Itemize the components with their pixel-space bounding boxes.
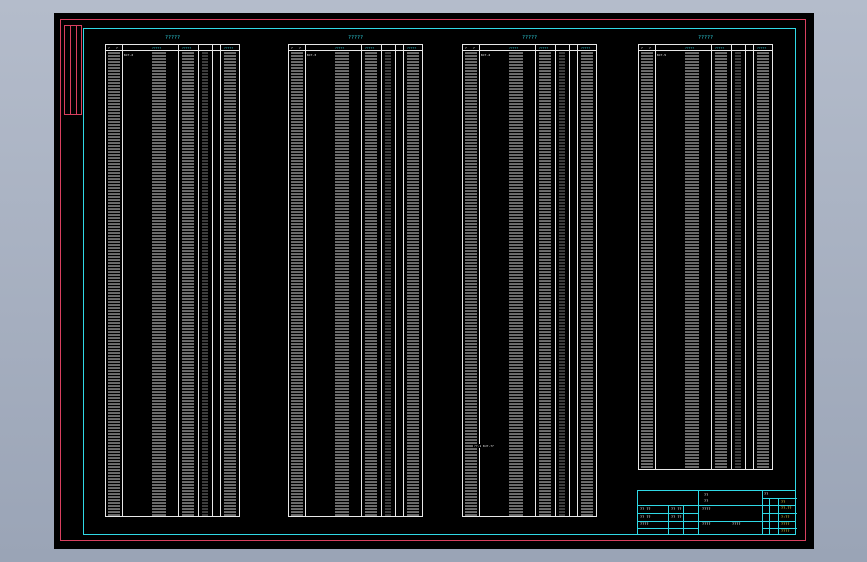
- column-divider: [569, 45, 570, 516]
- column-divider: [403, 45, 404, 516]
- table-title: ?????: [697, 35, 714, 41]
- data-column: [735, 51, 741, 469]
- data-column: [182, 51, 194, 516]
- column-divider: [361, 45, 362, 516]
- data-column: [152, 51, 166, 516]
- data-column: [509, 51, 523, 516]
- table-title: ?????: [521, 35, 538, 41]
- data-column: [335, 51, 349, 516]
- data-column: [559, 51, 565, 516]
- data-column: [757, 51, 769, 469]
- column-divider: [220, 45, 221, 516]
- data-column: [385, 51, 391, 516]
- data-column: [108, 51, 120, 516]
- wiring-table-1[interactable]: ????? ? ? ????? ????? ????? KJ?-2: [105, 35, 240, 517]
- table-header: ? ? ????? ????? ?????: [106, 45, 239, 51]
- binding-strip: [64, 25, 82, 115]
- column-divider: [711, 45, 712, 469]
- title-block-cell: ?? ??: [671, 507, 682, 511]
- data-column: [715, 51, 727, 469]
- title-block-cell: ????: [640, 522, 649, 526]
- title-block-value: ??: [781, 500, 786, 504]
- first-row-label: KJ?-2: [124, 53, 134, 57]
- column-divider: [479, 45, 480, 516]
- wiring-table-2[interactable]: ????? ? ? ????? ????? ????? KJ?-3: [288, 35, 423, 517]
- table-header: ? ? ????? ????? ?????: [639, 45, 772, 51]
- table-title: ?????: [164, 35, 181, 41]
- table-title: ?????: [347, 35, 364, 41]
- title-block-cell: ????: [702, 507, 711, 511]
- title-block-cell: ?? ??: [640, 507, 651, 511]
- title-block-cell: ?? ??: [671, 515, 682, 519]
- outer-frame: [60, 19, 806, 541]
- column-divider: [305, 45, 306, 516]
- data-column: [539, 51, 551, 516]
- title-block-cell: ????: [732, 522, 741, 526]
- first-row-label: KJ?-4: [481, 53, 491, 57]
- column-divider: [577, 45, 578, 516]
- data-column: [202, 51, 208, 516]
- column-divider: [395, 45, 396, 516]
- column-divider: [122, 45, 123, 516]
- data-column: [365, 51, 377, 516]
- first-row-label: KJ?-5: [657, 53, 667, 57]
- title-block[interactable]: ?? ?? ?? ?? ?? ?? ?? ???? ???? ?? ?? ?? …: [637, 490, 797, 535]
- title-block-cell: ?? ??: [640, 515, 651, 519]
- column-divider: [198, 45, 199, 516]
- table-header: ? ? ????? ????? ?????: [463, 45, 596, 51]
- drawing-sheet[interactable]: ????? ? ? ????? ????? ????? KJ?-2 ????? …: [54, 13, 814, 549]
- column-divider: [381, 45, 382, 516]
- title-block-cell: ????: [702, 522, 711, 526]
- title-block-value: ????: [781, 522, 790, 526]
- column-divider: [655, 45, 656, 469]
- table-note: ??-1 KJ?-??: [473, 444, 495, 448]
- title-block-value: ?:??: [781, 515, 790, 519]
- data-column: [685, 51, 699, 469]
- column-divider: [753, 45, 754, 469]
- title-block-cell: ??: [764, 492, 769, 496]
- column-divider: [535, 45, 536, 516]
- wiring-table-4[interactable]: ????? ? ? ????? ????? ????? KJ?-5: [638, 35, 773, 470]
- wiring-table-3[interactable]: ????? ? ? ????? ????? ????? KJ?-4 ??-1 K…: [462, 35, 597, 517]
- inner-frame: [83, 28, 796, 535]
- first-row-label: KJ?-3: [307, 53, 317, 57]
- column-divider: [555, 45, 556, 516]
- column-divider: [745, 45, 746, 469]
- title-block-value: ????: [781, 529, 790, 533]
- data-column: [407, 51, 419, 516]
- data-column: [465, 51, 477, 516]
- data-column: [641, 51, 653, 469]
- data-column: [581, 51, 593, 516]
- column-divider: [212, 45, 213, 516]
- title-block-cell: ??: [704, 493, 709, 497]
- data-column: [224, 51, 236, 516]
- table-header: ? ? ????? ????? ?????: [289, 45, 422, 51]
- column-divider: [178, 45, 179, 516]
- title-block-cell: ??: [704, 499, 709, 503]
- data-column: [291, 51, 303, 516]
- column-divider: [731, 45, 732, 469]
- title-block-value: ??-??: [781, 506, 792, 510]
